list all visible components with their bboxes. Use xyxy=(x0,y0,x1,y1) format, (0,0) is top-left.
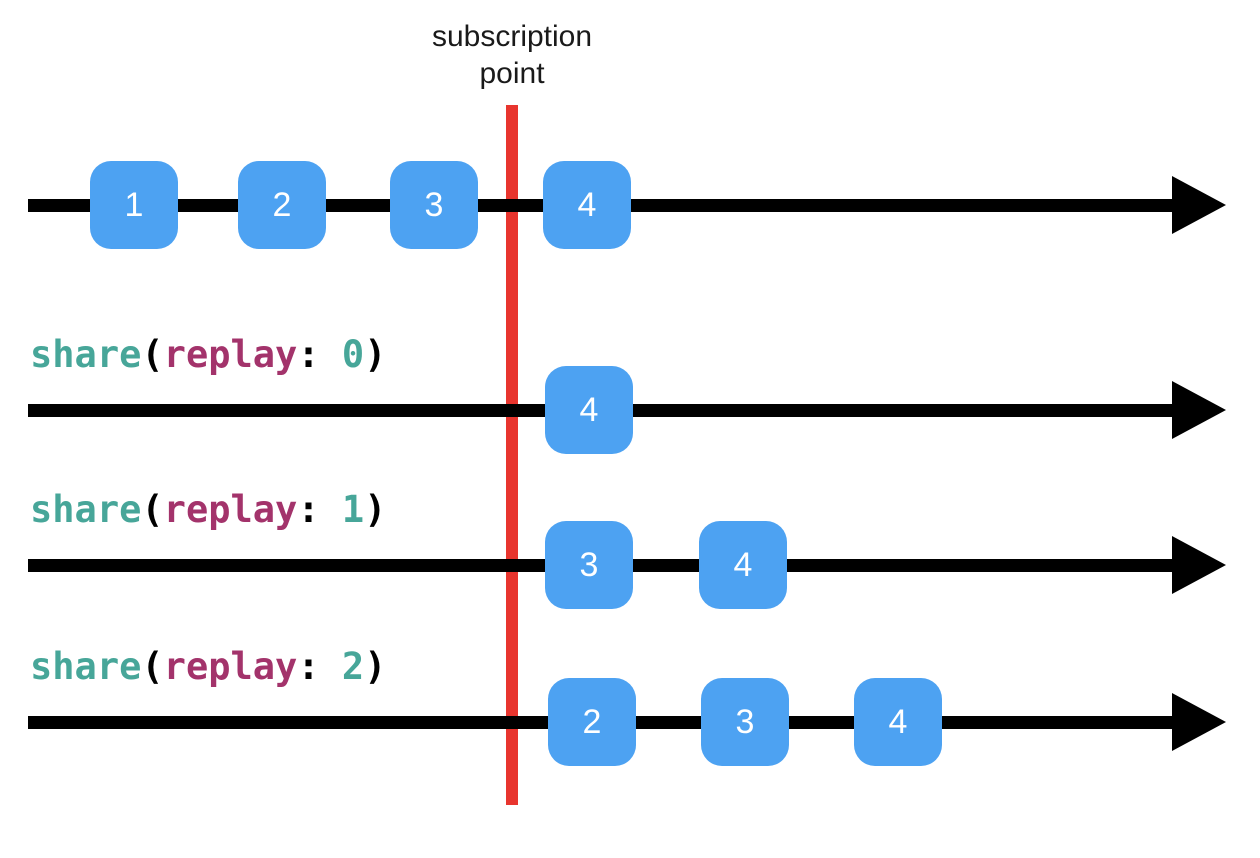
marble-event: 4 xyxy=(854,678,942,766)
code-token-punct: ) xyxy=(364,333,387,376)
marble-event: 4 xyxy=(545,366,633,454)
marble-event: 2 xyxy=(238,161,326,249)
code-token-num: 1 xyxy=(341,488,365,531)
code-token-punct: : xyxy=(297,645,342,688)
code-token-num: 0 xyxy=(341,333,365,376)
arrow-right-icon xyxy=(1172,176,1226,234)
marble-event: 2 xyxy=(548,678,636,766)
marble-event: 3 xyxy=(701,678,789,766)
code-token-punct: ( xyxy=(141,333,164,376)
code-token-arg: replay xyxy=(163,488,298,531)
marble-event: 1 xyxy=(90,161,178,249)
marble-event: 4 xyxy=(543,161,631,249)
code-token-punct: ( xyxy=(141,645,164,688)
operator-label-share-replay-0: share(replay: 0) xyxy=(30,333,386,377)
code-token-fn: share xyxy=(30,333,142,376)
subscription-point-line xyxy=(506,105,518,805)
marble-event: 3 xyxy=(545,521,633,609)
code-token-punct: ( xyxy=(141,488,164,531)
code-token-punct: : xyxy=(297,488,342,531)
code-token-fn: share xyxy=(30,645,142,688)
arrow-right-icon xyxy=(1172,536,1226,594)
code-token-arg: replay xyxy=(163,645,298,688)
operator-label-share-replay-1: share(replay: 1) xyxy=(30,488,386,532)
code-token-arg: replay xyxy=(163,333,298,376)
code-token-num: 2 xyxy=(341,645,365,688)
subscription-point-label: subscription point xyxy=(431,20,593,90)
marble-event: 4 xyxy=(699,521,787,609)
arrow-right-icon xyxy=(1172,693,1226,751)
code-token-punct: ) xyxy=(364,645,387,688)
operator-label-share-replay-2: share(replay: 2) xyxy=(30,645,386,689)
code-token-fn: share xyxy=(30,488,142,531)
code-token-punct: : xyxy=(297,333,342,376)
arrow-right-icon xyxy=(1172,381,1226,439)
marble-event: 3 xyxy=(390,161,478,249)
code-token-punct: ) xyxy=(364,488,387,531)
